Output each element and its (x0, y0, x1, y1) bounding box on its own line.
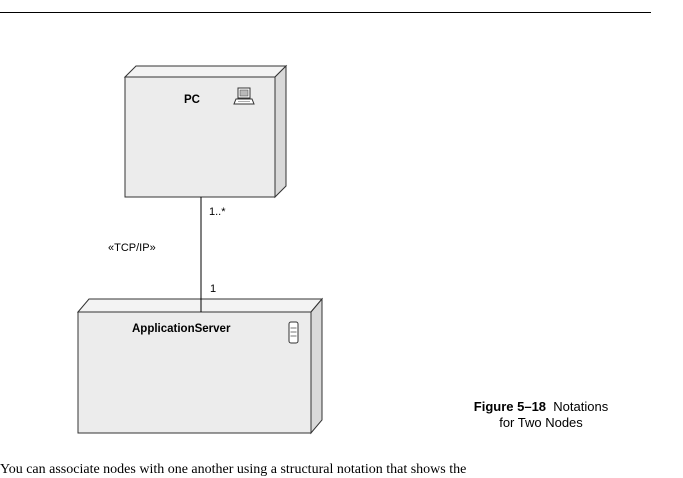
pc-node-label: PC (184, 94, 200, 106)
pc-multiplicity-label: 1..* (209, 206, 226, 218)
pc-node (123, 64, 288, 199)
caption-line1: Notations (553, 399, 609, 414)
tcp-ip-stereotype-label: «TCP/IP» (108, 242, 156, 254)
body-text-line: You can associate nodes with one another… (0, 462, 467, 477)
figure-caption: Figure 5–18 Notations for Two Nodes (427, 399, 655, 431)
figure-label: Figure 5–18 (473, 399, 547, 414)
header-rule (0, 12, 651, 13)
server-icon (288, 321, 299, 344)
server-multiplicity-label: 1 (210, 283, 217, 295)
application-server-node (76, 297, 324, 435)
application-server-node-label: ApplicationServer (132, 323, 231, 335)
caption-line2: for Two Nodes (499, 415, 583, 430)
computer-icon (233, 87, 255, 105)
